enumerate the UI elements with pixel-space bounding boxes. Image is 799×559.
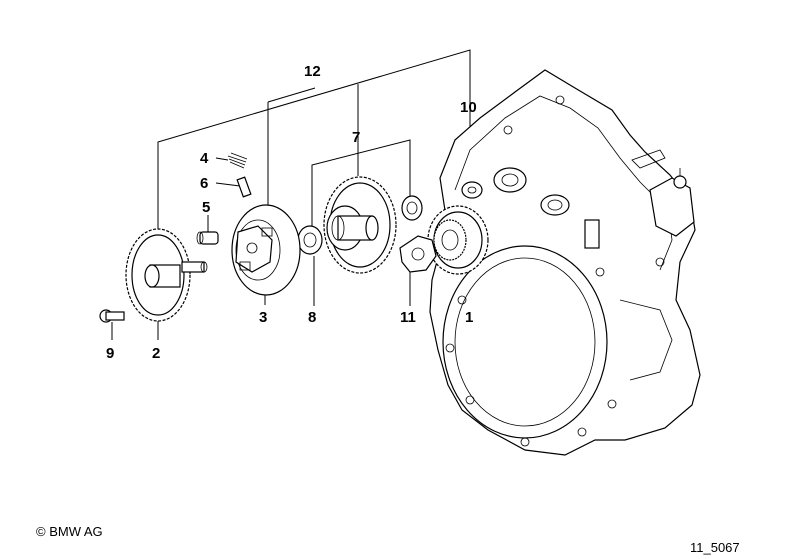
roller-5 xyxy=(196,231,219,245)
housing-cover xyxy=(429,69,701,456)
pin-6 xyxy=(236,176,252,198)
callout-5: 5 xyxy=(202,199,210,216)
spring-4 xyxy=(227,152,248,169)
callout-3: 3 xyxy=(259,309,267,326)
needle-bearing-8 xyxy=(297,225,323,255)
callout-10: 10 xyxy=(460,99,477,116)
gear-2 xyxy=(125,228,208,322)
diagram-id-label: 11_5067 xyxy=(690,540,740,555)
copyright-label: © BMW AG xyxy=(36,524,103,539)
plate-11 xyxy=(399,235,437,273)
gear-1 xyxy=(427,205,489,275)
callout-11: 11 xyxy=(400,309,416,326)
gear-7 xyxy=(323,176,397,274)
callout-7: 7 xyxy=(352,129,360,146)
callout-2: 2 xyxy=(152,345,160,362)
callout-8: 8 xyxy=(308,309,316,326)
needle-bearing-right xyxy=(401,195,423,221)
callout-6: 6 xyxy=(200,175,208,192)
drum-3 xyxy=(231,204,301,296)
callout-9: 9 xyxy=(106,345,114,362)
washer-10 xyxy=(461,181,483,199)
callout-12: 12 xyxy=(304,63,321,80)
callout-4: 4 xyxy=(200,150,209,167)
callouts: 12 10 7 4 6 5 3 8 11 1 9 2 xyxy=(106,63,477,362)
leader-lines xyxy=(111,49,471,340)
bolt-9 xyxy=(99,309,125,323)
callout-1: 1 xyxy=(465,309,473,326)
